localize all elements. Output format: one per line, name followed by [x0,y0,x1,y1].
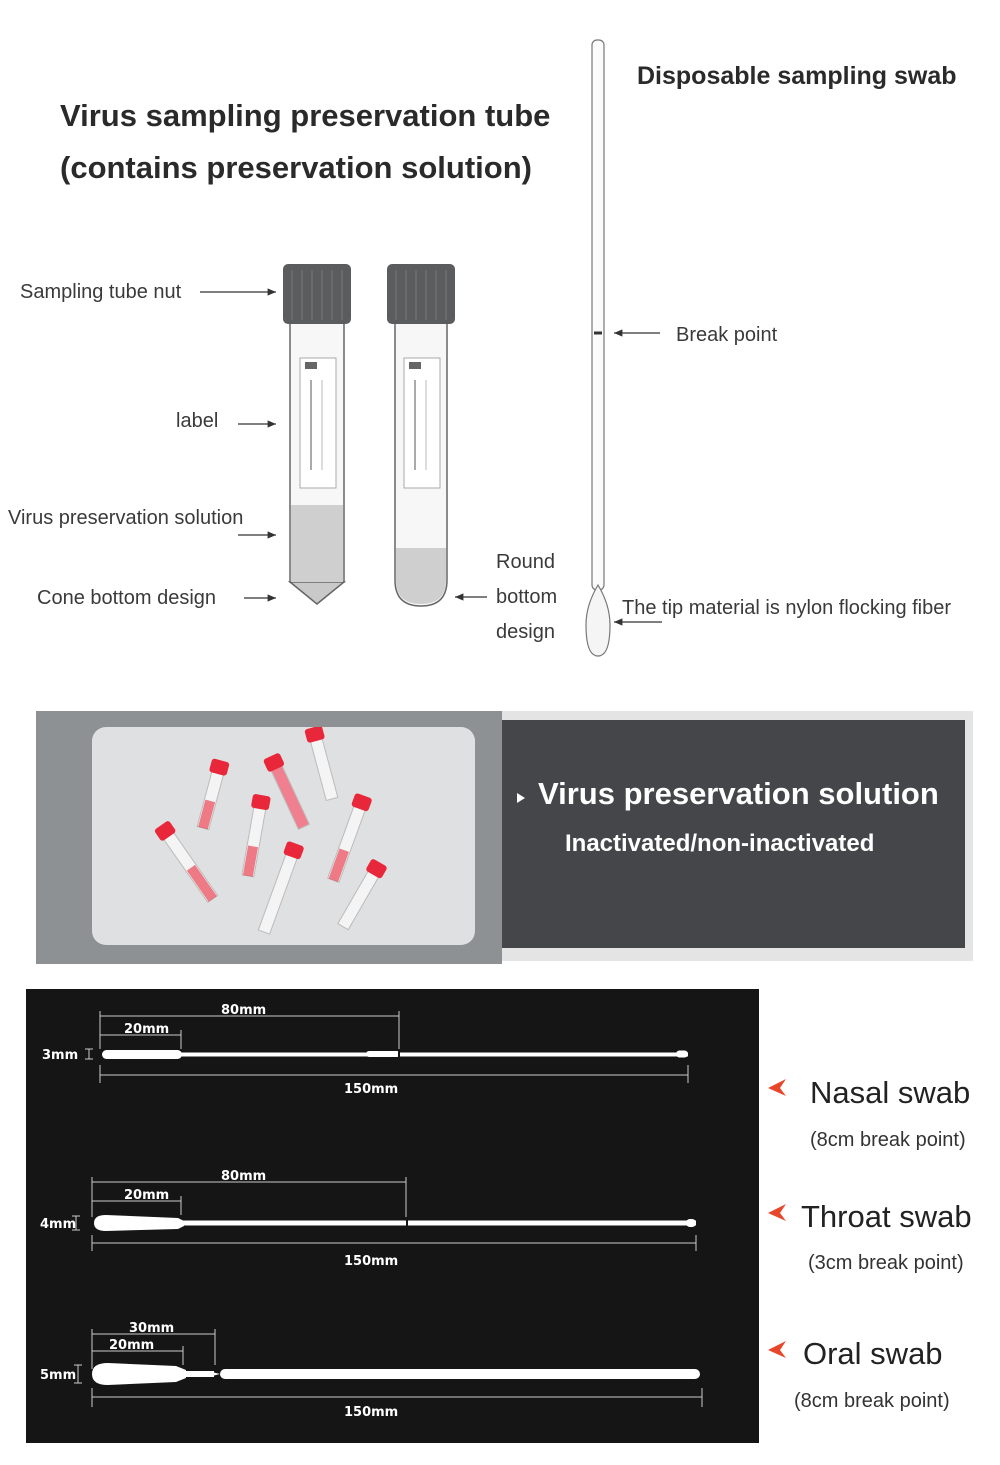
nasal-swab-note: (8cm break point) [810,1129,966,1151]
vertical-swab [585,39,611,657]
tube-cone-bottom [283,264,351,605]
nasal-80mm-label: 80mm [221,1003,266,1018]
oral-swab-note: (8cm break point) [794,1390,950,1412]
tube-round-bottom [387,264,455,607]
oral-swab-drawing: 30mm 20mm 5mm 150mm [40,1321,703,1420]
tube-photo [92,727,475,945]
throat-swab-note: (3cm break point) [808,1252,964,1274]
label-break-point: Break point [676,324,778,346]
oral-30mm-label: 30mm [129,1321,174,1336]
throat-4mm-label: 4mm [40,1217,76,1232]
nasal-20mm-label: 20mm [124,1022,169,1037]
red-tubes-illustration [154,727,387,935]
oral-20mm-label: 20mm [109,1338,154,1353]
label-tip-material: The tip material is nylon flocking fiber [622,597,952,619]
label-cone-bottom: Cone bottom design [37,587,217,609]
nasal-swab-name: Nasal swab [810,1075,971,1110]
nasal-150mm-label: 150mm [344,1082,398,1097]
triangle-right-icon [517,793,525,803]
tube-title-line2: (contains preservation solution) [60,150,532,185]
swab-dimension-drawing: 80mm 20mm 3mm 150mm 80mm 20mm [40,1003,703,1420]
oral-arrow-icon [768,1341,786,1358]
label-preservation-solution: Virus preservation solution [8,507,244,529]
oral-5mm-label: 5mm [40,1368,76,1383]
label-tube-nut: Sampling tube nut [20,281,182,303]
throat-150mm-label: 150mm [344,1254,398,1269]
banner-panel [502,720,965,948]
tube-swab-diagram [200,39,662,657]
banner-heading: Virus preservation solution [538,776,939,811]
throat-80mm-label: 80mm [221,1169,266,1184]
throat-20mm-label: 20mm [124,1188,169,1203]
tube-title-line1: Virus sampling preservation tube [60,98,551,133]
oral-swab-name: Oral swab [803,1336,943,1371]
nasal-3mm-label: 3mm [42,1048,78,1063]
label-round-2: bottom [496,586,558,608]
banner-subheading: Inactivated/non-inactivated [565,830,875,857]
label-round-1: Round [496,551,555,573]
swab-title: Disposable sampling swab [637,62,957,90]
label-round-3: design [496,621,555,643]
throat-swab-name: Throat swab [801,1199,972,1234]
oral-150mm-label: 150mm [344,1405,398,1420]
throat-swab-drawing: 80mm 20mm 4mm 150mm [40,1169,697,1269]
throat-arrow-icon [768,1204,786,1221]
nasal-arrow-icon [768,1079,786,1096]
label-label: label [176,410,219,432]
nasal-swab-drawing: 80mm 20mm 3mm 150mm [42,1003,689,1097]
swab-spec-panel: 80mm 20mm 3mm 150mm 80mm 20mm [26,989,759,1443]
